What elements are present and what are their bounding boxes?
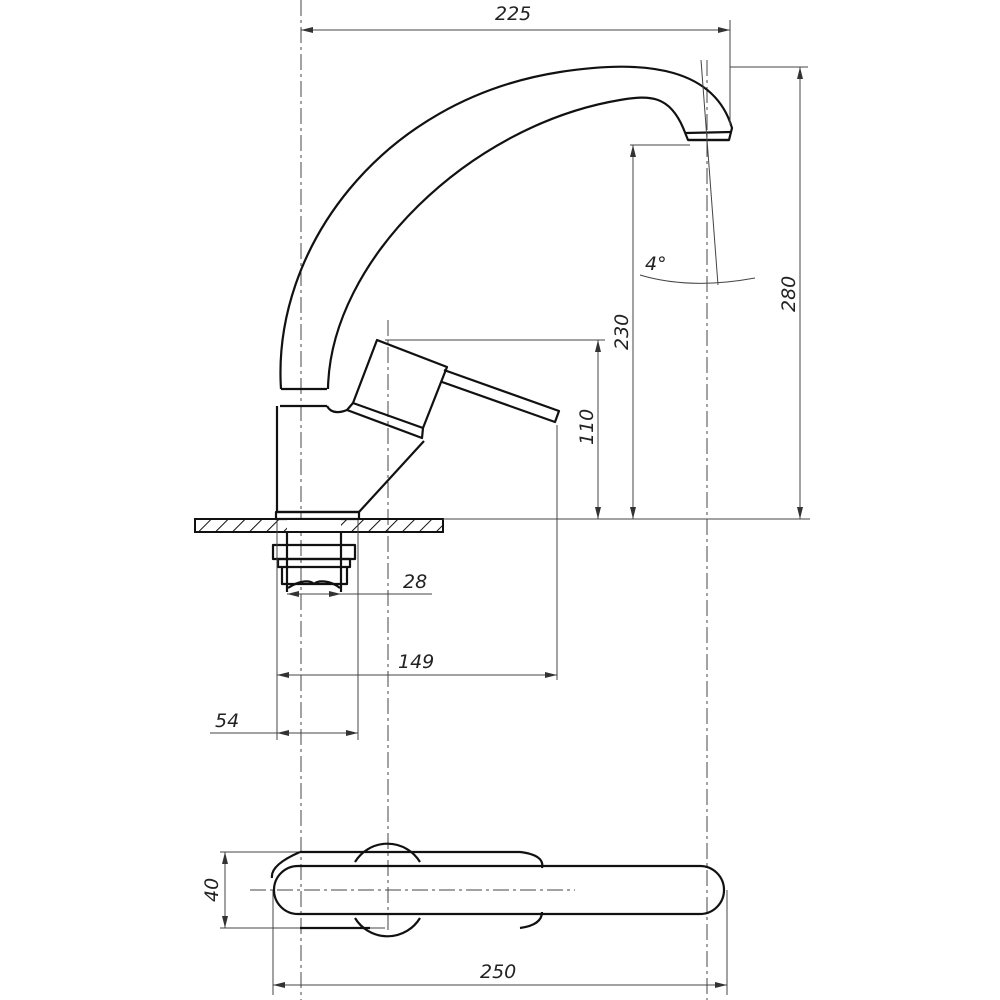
dim-250: 250 xyxy=(480,961,516,983)
dim-149: 149 xyxy=(398,651,434,673)
dim-225: 225 xyxy=(495,3,531,25)
extension-lines xyxy=(220,20,810,995)
dim-110: 110 xyxy=(576,409,598,445)
spout xyxy=(279,65,734,408)
dim-280: 280 xyxy=(778,276,800,312)
dim-230: 230 xyxy=(611,314,633,350)
mounting-nut xyxy=(271,532,357,592)
dim-angle: 4° xyxy=(645,253,667,275)
faucet-body xyxy=(274,405,425,521)
dimension-lines xyxy=(210,27,803,988)
dim-28: 28 xyxy=(403,571,427,593)
lever-handle xyxy=(345,338,561,440)
top-view xyxy=(270,842,726,938)
dim-54: 54 xyxy=(215,710,239,732)
dim-40: 40 xyxy=(201,878,223,902)
